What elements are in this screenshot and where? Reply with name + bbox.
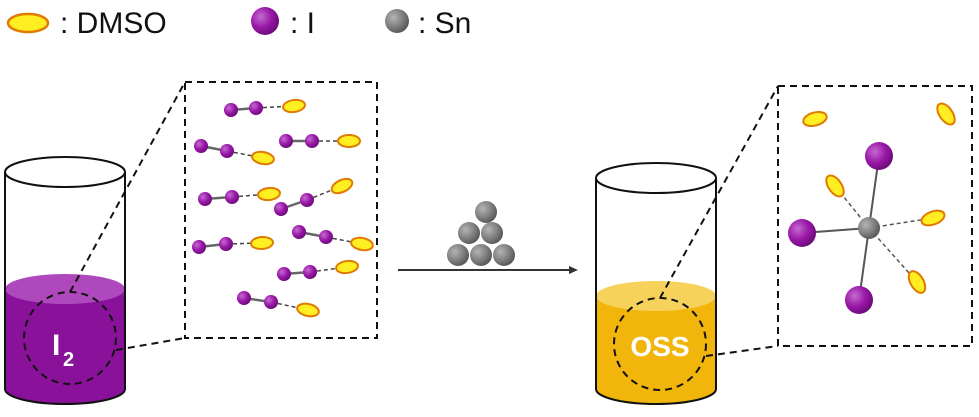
beaker-bottom [4, 388, 126, 405]
dmso-molecule [250, 235, 274, 251]
iodine-legend-label: : I [290, 7, 315, 40]
dmso-molecule [251, 150, 275, 166]
dmso-molecule [282, 98, 306, 114]
zoom-line-top [659, 85, 779, 299]
iodine-atom [277, 267, 291, 281]
tin-particle [470, 244, 492, 266]
iodine-atom [219, 237, 233, 251]
beaker-rim [4, 156, 126, 188]
zoom-line-bottom [115, 337, 186, 351]
tin-legend-label: : Sn [418, 7, 471, 40]
iodine-atom [303, 265, 317, 279]
dmso-molecule [907, 270, 927, 294]
iodine-atom [249, 101, 263, 115]
iodine-atom [192, 240, 206, 254]
iodine-atom [194, 139, 208, 153]
iodine-atom [788, 219, 816, 247]
oss-solution [596, 296, 716, 404]
beaker-rim [595, 162, 717, 194]
zoom-line-bottom [705, 345, 779, 357]
tin-particle [493, 244, 515, 266]
legend: : DMSO : I : Sn [6, 7, 471, 40]
dmso-molecule [920, 209, 946, 227]
iodine-atom [305, 134, 319, 148]
tin-particle [475, 201, 497, 223]
oss-label: OSS [630, 331, 689, 362]
iodine-solution-surface [5, 274, 125, 304]
dmso-molecule [330, 177, 354, 195]
dmso-molecule [335, 259, 359, 275]
dmso-molecule [296, 302, 320, 318]
oss-solution-surface [596, 281, 716, 311]
iodine-atom [220, 144, 234, 158]
coordination-bond [868, 227, 918, 283]
iodine-atom [264, 295, 278, 309]
iodine-atom [198, 192, 212, 206]
iodine-atom [300, 193, 314, 207]
iodine-label-subscript: 2 [63, 349, 74, 371]
iodine-atom [274, 202, 288, 216]
reaction-arrow [398, 266, 578, 274]
iodine-atom [237, 291, 251, 305]
iodine-atom [279, 134, 293, 148]
iodine-atom [292, 225, 306, 239]
tin-particle [481, 222, 503, 244]
dmso-molecule [350, 236, 374, 252]
iodine-atom [224, 103, 238, 117]
dmso-legend-icon [6, 12, 50, 34]
tin-iodide-dmso-complex [788, 102, 956, 314]
dmso-molecule [802, 110, 828, 128]
tin-particles [447, 201, 515, 266]
iodine-atom [319, 230, 333, 244]
tin-atom [858, 217, 880, 239]
dmso-molecule [825, 174, 845, 198]
iodine-atom [845, 286, 873, 314]
iodine-beaker: I 2 [4, 156, 126, 405]
tin-particle [458, 222, 480, 244]
dmso-molecule [257, 186, 281, 202]
iodine-atom [865, 142, 893, 170]
iodine-label: I [52, 329, 60, 362]
iodine-legend-icon [251, 7, 279, 35]
oss-beaker: OSS [595, 162, 717, 405]
iodine-dmso-molecules [192, 98, 374, 318]
iodine-atom [225, 190, 239, 204]
dmso-molecule [337, 134, 361, 148]
tin-legend-icon [385, 9, 409, 33]
zoom-line-top [69, 81, 186, 293]
tin-particle [447, 244, 469, 266]
dmso-legend-label: : DMSO [60, 7, 167, 40]
dmso-molecule [936, 102, 956, 126]
iodine-solution [5, 289, 125, 404]
beaker-bottom [595, 388, 717, 405]
